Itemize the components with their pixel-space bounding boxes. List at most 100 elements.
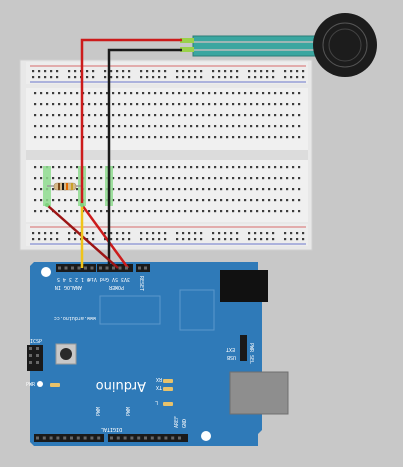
resistor-band-1 (58, 183, 60, 190)
breadboard-hole (56, 232, 59, 235)
upper-holes (34, 92, 301, 139)
breadboard-hole (148, 136, 151, 139)
breadboard-hole (262, 114, 265, 117)
breadboard-hole (100, 166, 103, 169)
breadboard-hole (52, 188, 55, 191)
breadboard-hole (286, 114, 289, 117)
breadboard-hole (112, 103, 115, 106)
breadboard-hole (92, 76, 95, 79)
breadboard-hole (130, 166, 133, 169)
breadboard-hole (214, 177, 217, 180)
breadboard-hole (178, 177, 181, 180)
breadboard-hole (106, 103, 109, 106)
breadboard-hole (122, 76, 125, 79)
power-pins-label: 3V3 5V Gnd Vin (88, 276, 130, 282)
breadboard-hole (74, 70, 77, 73)
junction-dot (80, 203, 84, 207)
breadboard-hole (262, 92, 265, 95)
breadboard-hole (88, 92, 91, 95)
breadboard-hole (160, 92, 163, 95)
breadboard-hole (116, 238, 119, 241)
breadboard-hole (178, 136, 181, 139)
breadboard-hole (200, 232, 203, 235)
breadboard-hole (146, 76, 149, 79)
header-pin (171, 436, 175, 440)
breadboard-hole (128, 70, 131, 73)
breadboard-hole (280, 114, 283, 117)
breadboard-hole (298, 103, 301, 106)
breadboard-hole (218, 238, 221, 241)
breadboard-hole (32, 76, 35, 79)
breadboard-hole (122, 232, 125, 235)
breadboard-hole (226, 188, 229, 191)
breadboard-hole (194, 70, 197, 73)
breadboard-hole (118, 210, 121, 213)
breadboard-hole (74, 76, 77, 79)
digital-label: DIGITAL (101, 426, 122, 432)
breadboard-hole (86, 76, 89, 79)
header-pin (58, 266, 61, 270)
pwr-led (50, 383, 60, 387)
breadboard-hole (40, 125, 43, 128)
resistor[interactable] (47, 182, 82, 191)
breadboard-hole (196, 199, 199, 202)
breadboard-hole (64, 103, 67, 106)
breadboard-hole (202, 125, 205, 128)
breadboard-hole (224, 232, 227, 235)
breadboard-hole (230, 70, 233, 73)
breadboard-hole (236, 70, 239, 73)
breadboard-hole (296, 232, 299, 235)
breadboard-hole (182, 70, 185, 73)
breadboard-hole (244, 210, 247, 213)
breadboard-hole (56, 70, 59, 73)
breadboard-hole (248, 76, 251, 79)
breadboard-hole (38, 76, 41, 79)
breadboard-hole (40, 166, 43, 169)
header-pin (144, 266, 147, 270)
breadboard-hole (34, 114, 37, 117)
breadboard-hole (58, 114, 61, 117)
tx-label: TX (156, 384, 162, 390)
breadboard-hole (124, 136, 127, 139)
breadboard-hole (106, 114, 109, 117)
breadboard-hole (256, 199, 259, 202)
breadboard-hole (268, 125, 271, 128)
breadboard-hole (100, 136, 103, 139)
force-sensitive-resistor[interactable] (180, 13, 377, 77)
breadboard-hole (38, 238, 41, 241)
breadboard-hole (232, 166, 235, 169)
breadboard-hole (70, 136, 73, 139)
breadboard-hole (226, 125, 229, 128)
breadboard-hole (94, 199, 97, 202)
center-channel (26, 150, 308, 160)
power-select-jumper[interactable] (240, 335, 247, 361)
power-label: POWER (108, 284, 124, 290)
breadboard-hole (118, 166, 121, 169)
usb-connector (229, 371, 289, 415)
header-pin (150, 436, 154, 440)
header-pin (83, 436, 87, 440)
breadboard-hole (94, 136, 97, 139)
breadboard-hole (64, 210, 67, 213)
pwr-label: PWR (26, 382, 36, 388)
breadboard-hole (202, 114, 205, 117)
breadboard-hole (154, 136, 157, 139)
breadboard-hole (202, 210, 205, 213)
breadboard-hole (292, 136, 295, 139)
breadboard-hole (238, 92, 241, 95)
breadboard-hole (292, 199, 295, 202)
breadboard-hole (94, 166, 97, 169)
breadboard-hole (56, 238, 59, 241)
breadboard-hole (148, 166, 151, 169)
breadboard-hole (220, 199, 223, 202)
breadboard-hole (196, 210, 199, 213)
breadboard-hole (226, 177, 229, 180)
breadboard-hole (232, 210, 235, 213)
breadboard-hole (250, 166, 253, 169)
breadboard-hole (244, 103, 247, 106)
breadboard-hole (184, 103, 187, 106)
breadboard-hole (58, 177, 61, 180)
breadboard-hole (100, 177, 103, 180)
breadboard-hole (142, 92, 145, 95)
fsr-pin-1 (180, 38, 194, 43)
